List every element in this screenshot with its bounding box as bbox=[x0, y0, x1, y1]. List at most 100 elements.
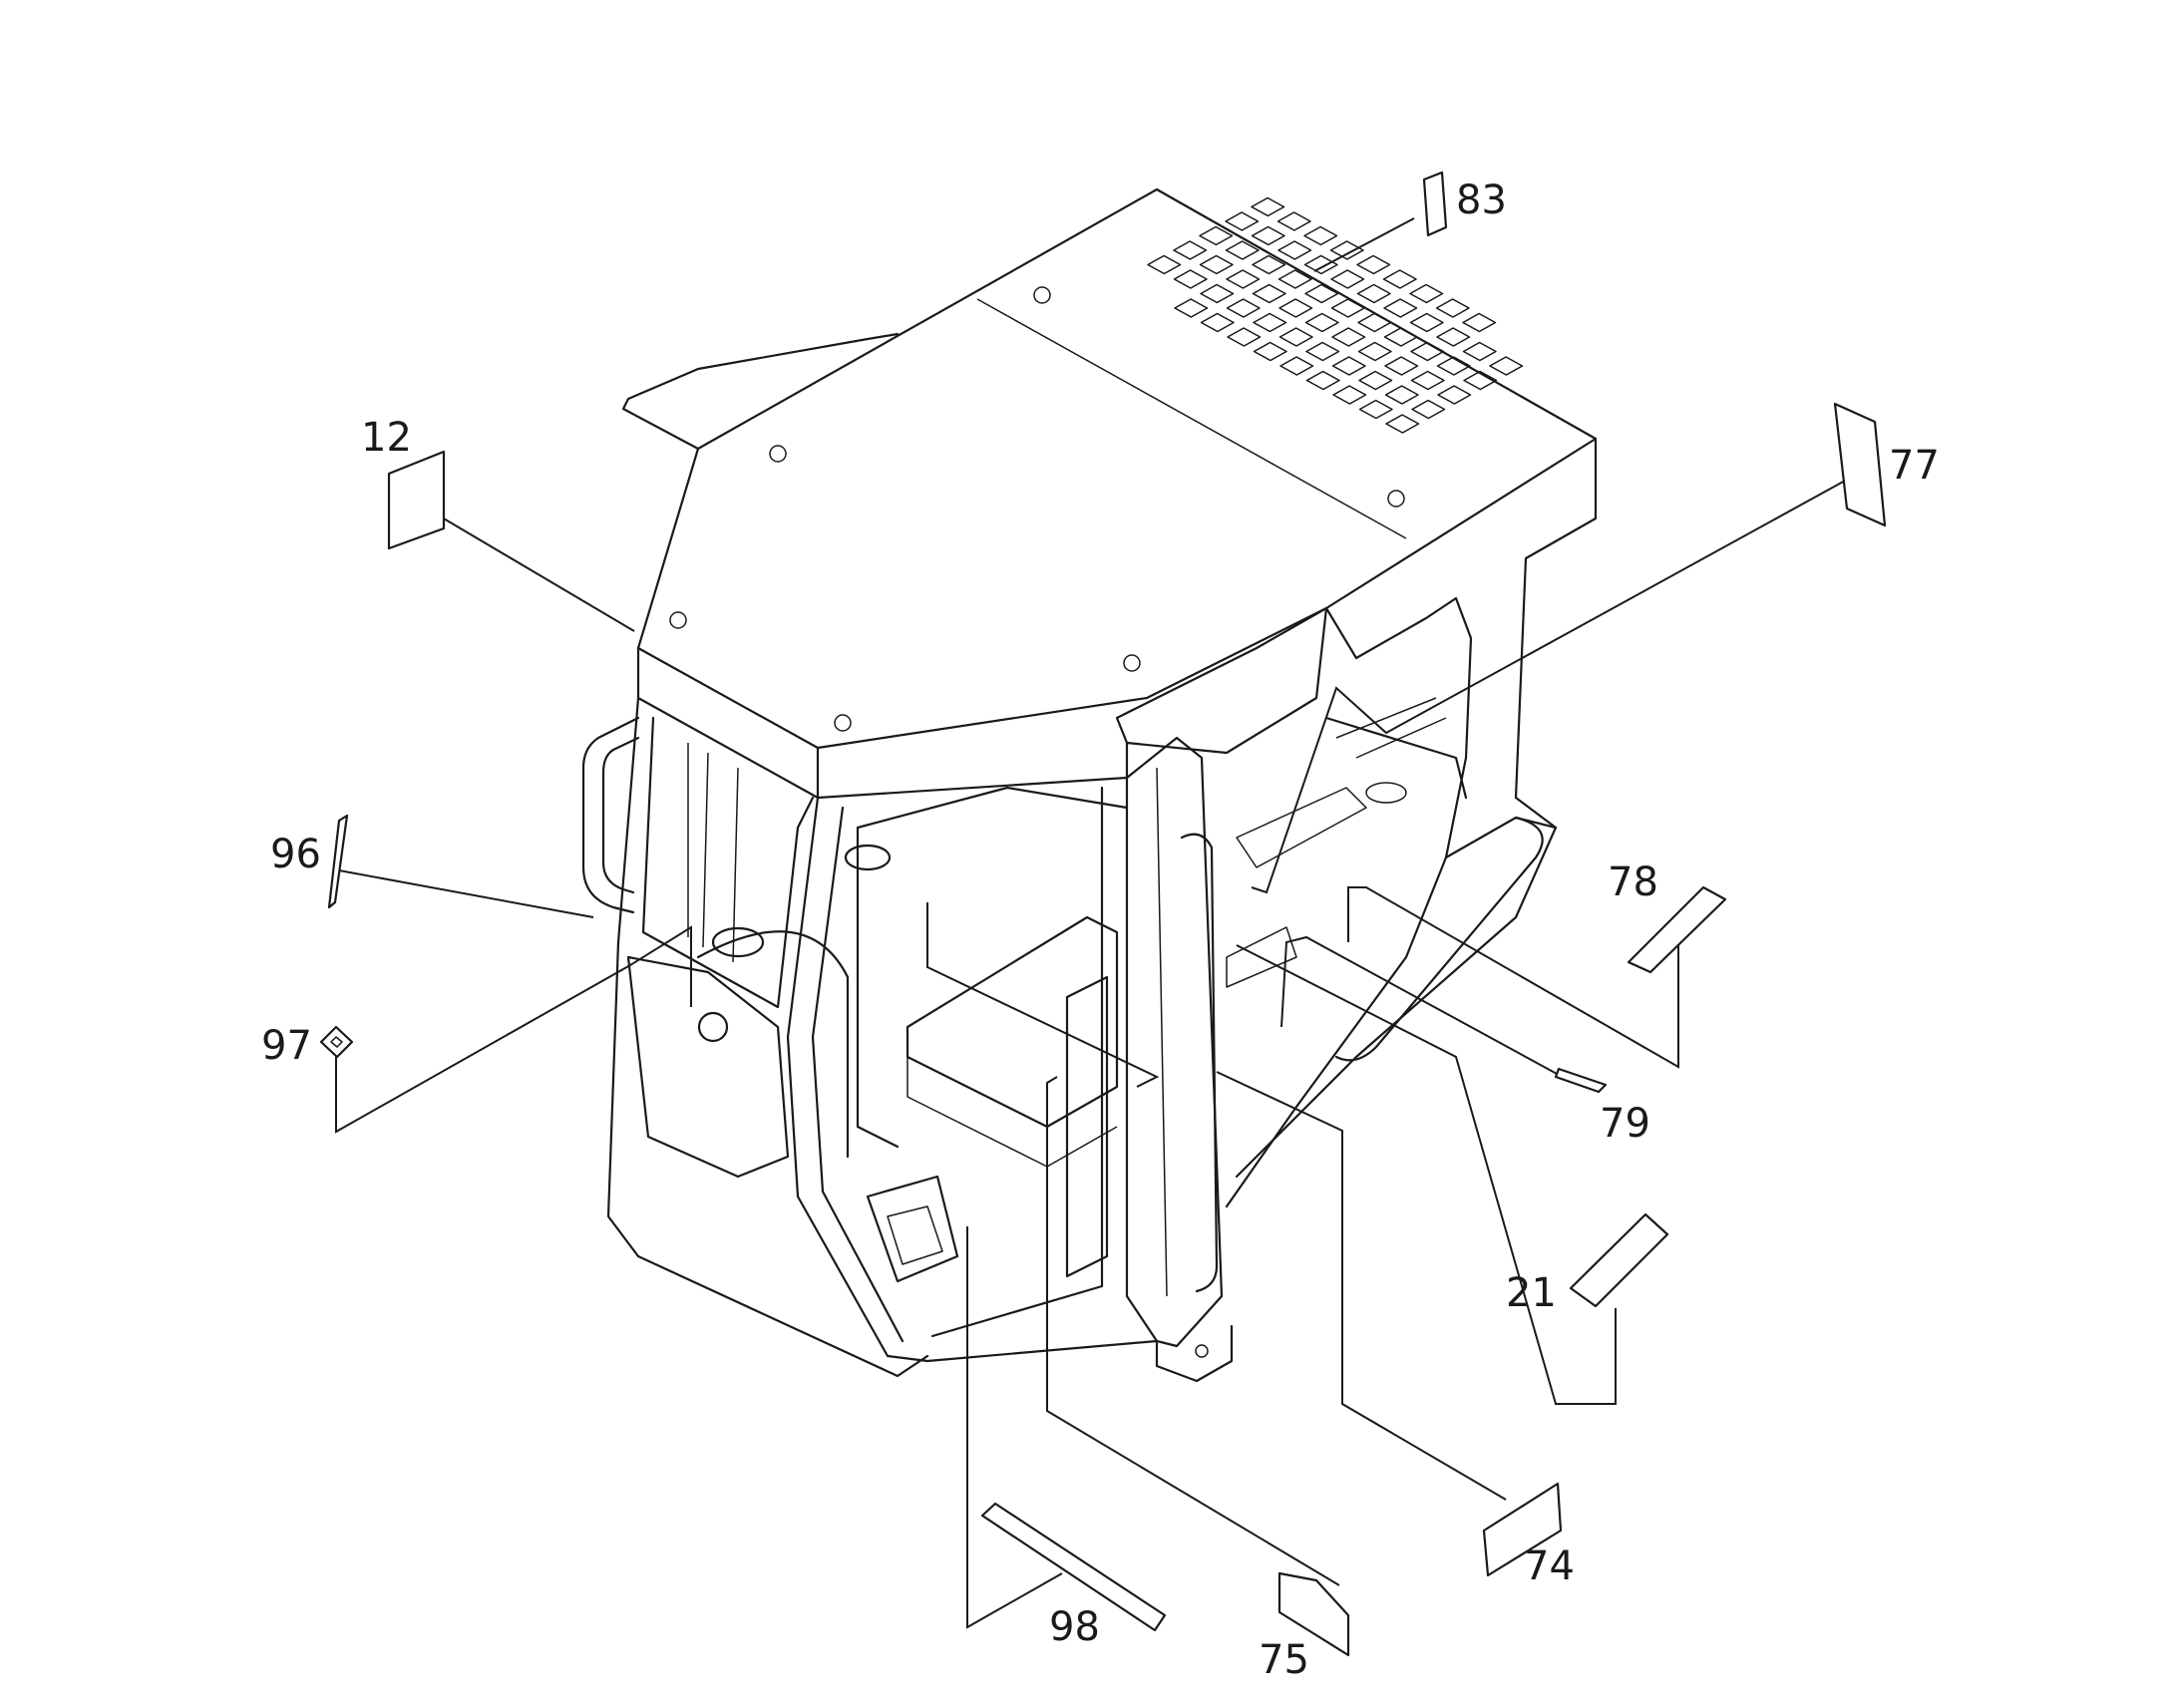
vent-slot bbox=[1226, 269, 1261, 289]
right-pillar bbox=[1125, 736, 1224, 1348]
vent-slot bbox=[1279, 356, 1314, 376]
leader-79 bbox=[1280, 935, 1560, 1076]
filler-cap-ring bbox=[711, 926, 765, 958]
leader-lines bbox=[335, 217, 1868, 1629]
vent-slot bbox=[1147, 254, 1182, 275]
vent-slot bbox=[1277, 240, 1312, 260]
right-pillar-hinge bbox=[1156, 767, 1168, 1297]
decal-96 bbox=[327, 814, 349, 909]
vent-slot bbox=[1383, 327, 1418, 347]
rear-grab-rail bbox=[1334, 816, 1544, 1062]
vent-slot bbox=[1173, 240, 1208, 260]
filler-cap bbox=[697, 1011, 729, 1043]
vent-slot bbox=[1411, 399, 1446, 420]
window-bar-3 bbox=[732, 767, 739, 963]
decal-98 bbox=[980, 1502, 1167, 1632]
vent-slot bbox=[1332, 385, 1367, 405]
leader-12 bbox=[431, 511, 635, 632]
floor-step bbox=[866, 1175, 959, 1283]
vent-slot bbox=[1174, 298, 1209, 318]
vent-slot bbox=[1463, 370, 1498, 391]
vent-slot bbox=[1277, 269, 1312, 289]
front-roof-lip bbox=[636, 646, 820, 800]
rear-window-top bbox=[1324, 716, 1468, 800]
rear-port bbox=[1365, 782, 1407, 804]
vent-slot bbox=[1330, 298, 1365, 318]
door-inner-right bbox=[930, 786, 1104, 1338]
interior-rear-wall bbox=[856, 786, 1129, 1149]
roof-front-edge bbox=[816, 741, 1129, 800]
console-pedestal bbox=[1065, 975, 1109, 1278]
vent-slot bbox=[1226, 298, 1261, 318]
side-wing-right bbox=[1115, 606, 1328, 755]
rear-hatch bbox=[1236, 787, 1367, 868]
vent-slot bbox=[1409, 283, 1444, 304]
vent-slot bbox=[1200, 312, 1235, 333]
left-pillar bbox=[606, 696, 929, 1378]
rear-wing bbox=[621, 332, 900, 451]
vent-slot bbox=[1251, 196, 1285, 217]
callout-labels: 12 83 77 96 97 78 79 21 74 75 98 bbox=[261, 177, 1940, 1683]
lower-left-panel bbox=[626, 955, 790, 1179]
vent-slot bbox=[1437, 385, 1472, 405]
decal-77 bbox=[1833, 402, 1887, 527]
roof-bolts bbox=[669, 286, 1405, 732]
vent-slot bbox=[1304, 283, 1339, 304]
decal-21 bbox=[1569, 1212, 1669, 1308]
callout-83: 83 bbox=[1456, 177, 1507, 223]
right-foot-plate bbox=[1155, 1324, 1234, 1383]
vent-slot bbox=[1252, 283, 1286, 304]
leader-98 bbox=[966, 1226, 1063, 1629]
leader-75 bbox=[1046, 1076, 1340, 1586]
vent-slot bbox=[1331, 327, 1366, 347]
vent-slot bbox=[1435, 298, 1470, 318]
decals bbox=[319, 171, 1887, 1657]
decal-74 bbox=[1482, 1482, 1563, 1577]
vent-slot bbox=[1330, 269, 1365, 289]
leader-78 bbox=[1347, 886, 1679, 1069]
roof-rear-edge bbox=[1514, 437, 1598, 830]
roof-seam bbox=[976, 298, 1407, 539]
vent-slot bbox=[1358, 370, 1393, 391]
seat-box-base bbox=[907, 1057, 1118, 1168]
vent-slot bbox=[1305, 370, 1340, 391]
vent-slot bbox=[1462, 312, 1497, 333]
vent-slot bbox=[1356, 254, 1391, 275]
vent-slot bbox=[1252, 254, 1286, 275]
decal-78 bbox=[1627, 885, 1727, 974]
rear-step bbox=[1226, 926, 1297, 988]
decal-97 bbox=[319, 1025, 354, 1059]
vent-slot bbox=[1253, 341, 1287, 362]
leader-77 bbox=[1251, 468, 1868, 894]
vent-slot bbox=[1305, 341, 1340, 362]
leader-83 bbox=[1313, 217, 1415, 272]
vent-slot bbox=[1356, 283, 1391, 304]
vent-slot bbox=[1385, 414, 1420, 434]
vent-slot bbox=[1489, 356, 1524, 376]
vent-slot bbox=[1173, 269, 1208, 289]
vent-slot bbox=[1410, 341, 1445, 362]
vent-slot bbox=[1382, 269, 1417, 289]
callout-98: 98 bbox=[1049, 1604, 1100, 1650]
vent-slot bbox=[1304, 312, 1339, 333]
vent-slot bbox=[1253, 312, 1287, 333]
window-bar-2 bbox=[702, 752, 709, 948]
vent-slot bbox=[1462, 341, 1497, 362]
vent-slot bbox=[1278, 298, 1313, 318]
duct-opening bbox=[844, 844, 892, 871]
vent-slot bbox=[1276, 211, 1311, 231]
seat-box bbox=[906, 915, 1119, 1129]
wheel-arch bbox=[696, 930, 850, 1159]
decal-83 bbox=[1422, 171, 1448, 237]
rear-side-panel bbox=[1235, 816, 1558, 1179]
callout-12: 12 bbox=[361, 415, 412, 461]
vent-slot bbox=[1436, 327, 1471, 347]
vent-slot bbox=[1278, 327, 1313, 347]
vent-slot bbox=[1357, 312, 1392, 333]
vent-slot bbox=[1384, 356, 1419, 376]
callout-96: 96 bbox=[270, 832, 321, 877]
leader-21 bbox=[1236, 944, 1617, 1405]
vent-slot bbox=[1410, 370, 1445, 391]
vent-slot bbox=[1303, 225, 1338, 246]
